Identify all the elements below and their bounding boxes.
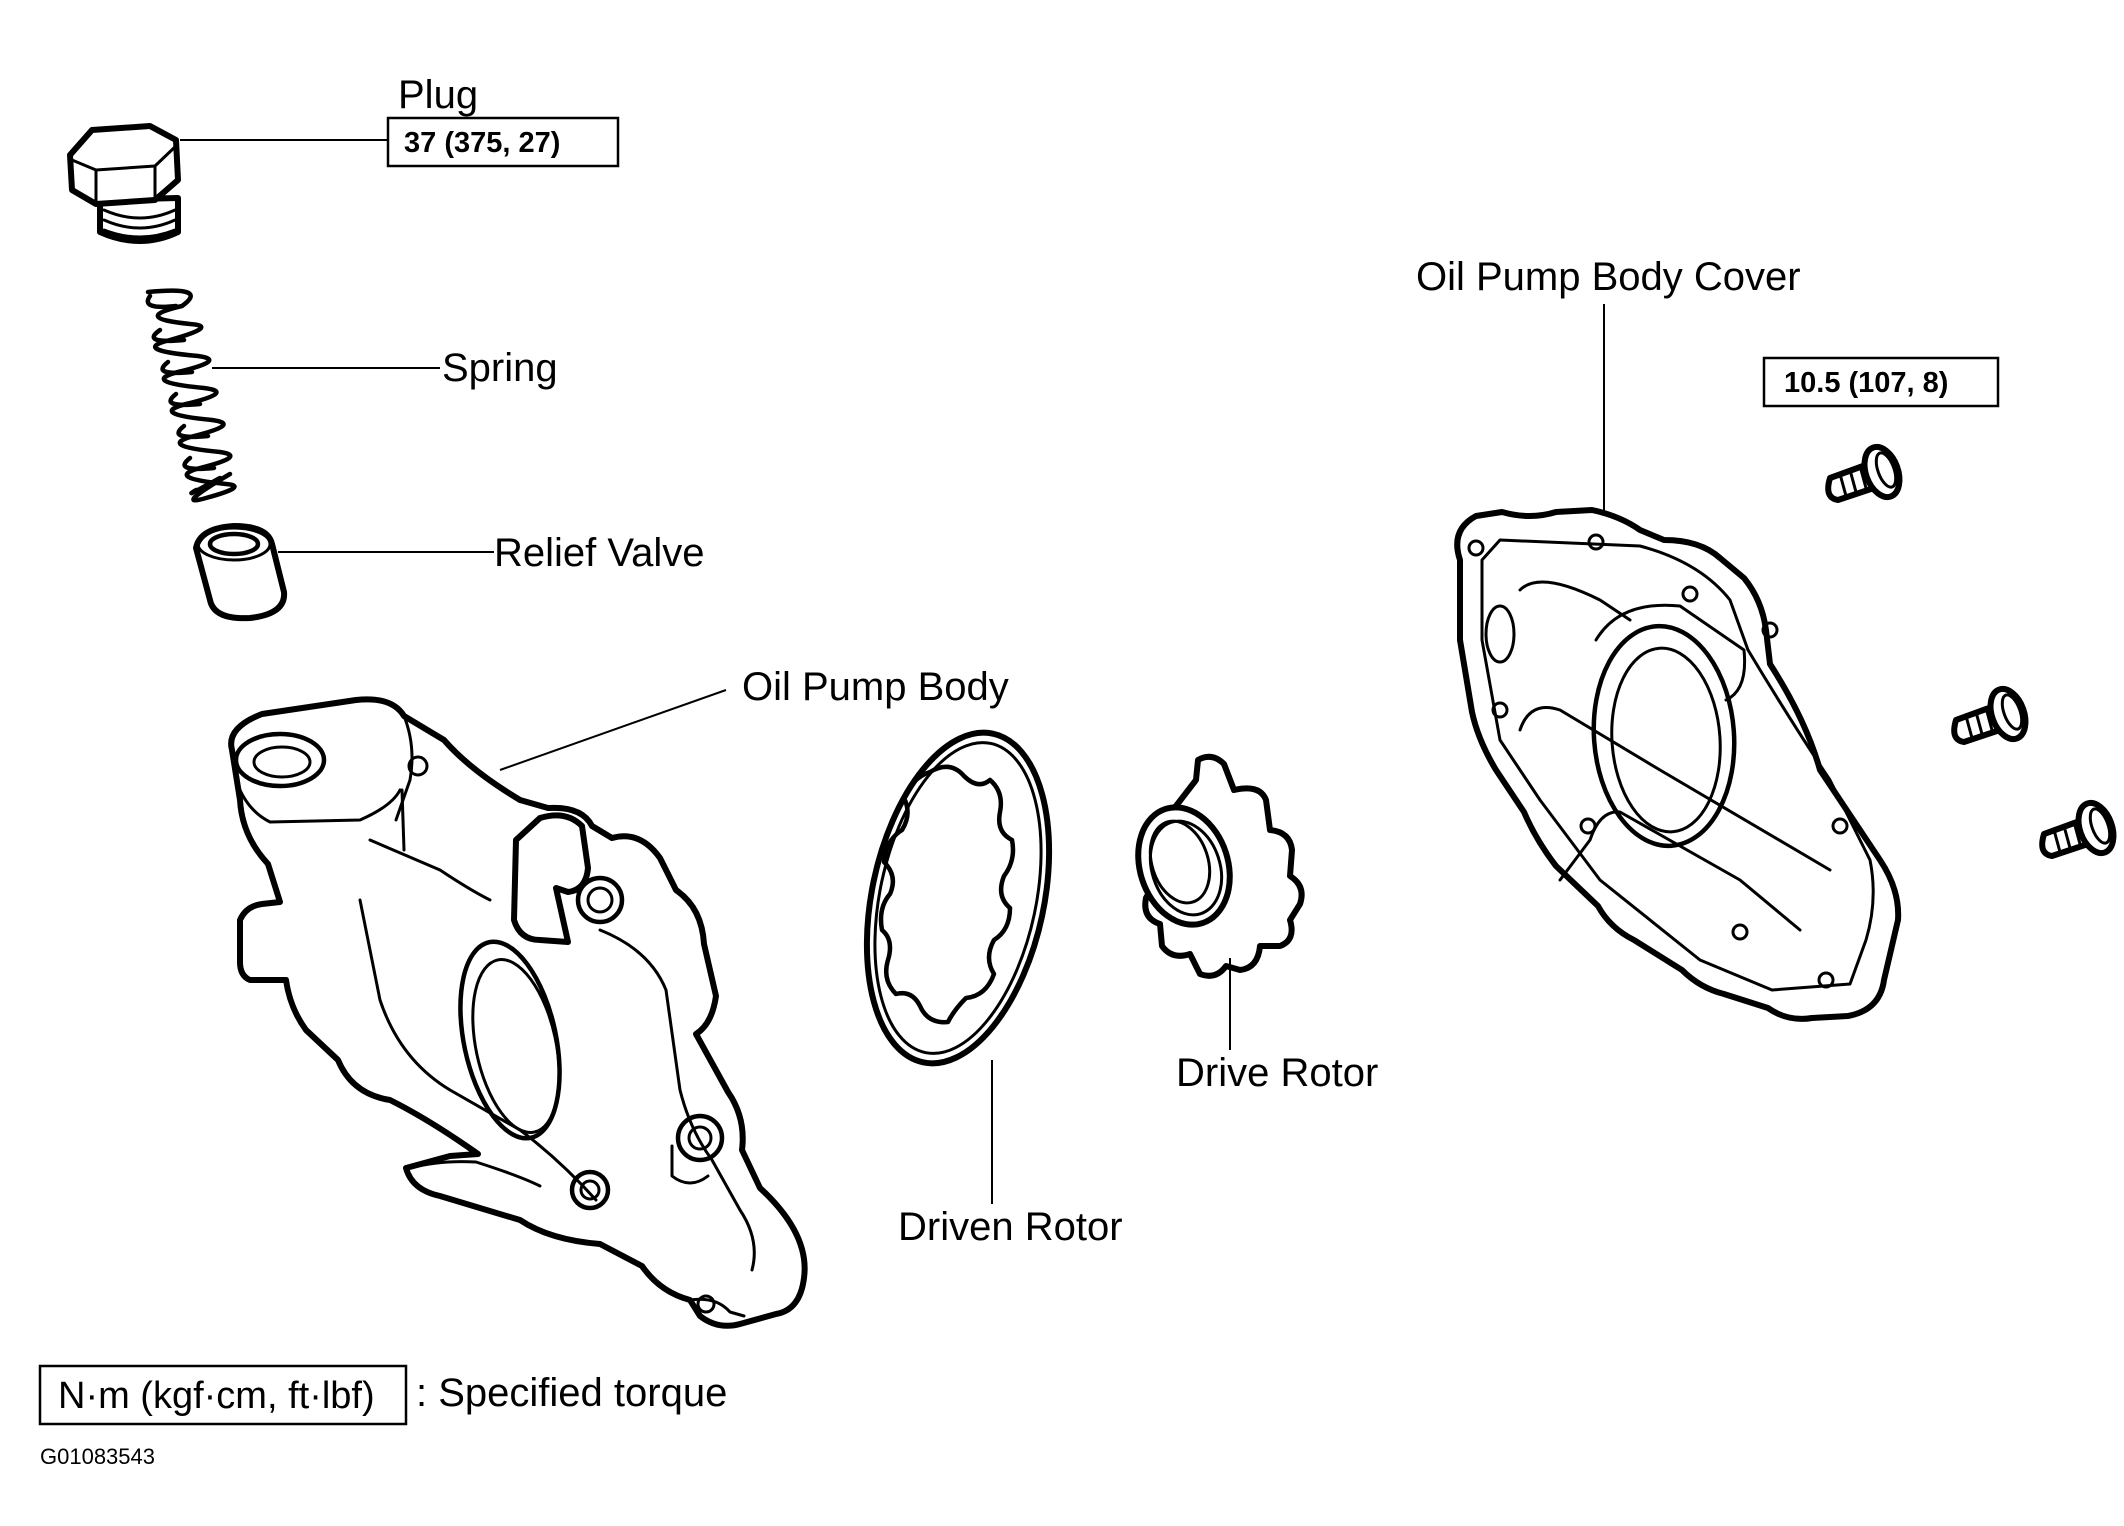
cover-torque-value: 10.5 (107, 8) (1784, 367, 1948, 399)
cover-bolt-bottom (2039, 799, 2117, 859)
legend-unit: N·m (kgf·cm, ft·lbf) (58, 1375, 375, 1417)
relief-valve-label: Relief Valve (494, 531, 704, 575)
figure-code: G01083543 (40, 1444, 155, 1469)
oil-pump-body-part (228, 696, 808, 1329)
cover-bolt-middle (1951, 685, 2029, 745)
driven-rotor-label: Driven Rotor (898, 1205, 1123, 1249)
drive-rotor-label: Drive Rotor (1176, 1051, 1378, 1095)
spring-label: Spring (442, 346, 558, 390)
oil-pump-body-cover-part (1454, 507, 1902, 1022)
legend-meaning: : Specified torque (416, 1371, 727, 1415)
oil-pump-body-cover-label: Oil Pump Body Cover (1416, 255, 1801, 299)
drive-rotor-part (1135, 753, 1305, 979)
cover-torque-badge: 10.5 (107, 8) (1762, 356, 2000, 408)
cover-bolt-top (1825, 443, 1903, 503)
plug-torque-value: 37 (375, 27) (404, 127, 560, 159)
driven-rotor-part (863, 729, 1053, 1067)
plug-torque-badge: 37 (375, 27) (386, 116, 620, 168)
oil-pump-body-leader (499, 689, 727, 771)
spring-part (145, 288, 237, 503)
torque-legend: N·m (kgf·cm, ft·lbf) : Specified torque (38, 1364, 727, 1426)
plug-part (67, 123, 181, 244)
relief-valve-part (193, 523, 288, 622)
oil-pump-body-label: Oil Pump Body (742, 665, 1009, 709)
plug-label: Plug (398, 73, 478, 117)
